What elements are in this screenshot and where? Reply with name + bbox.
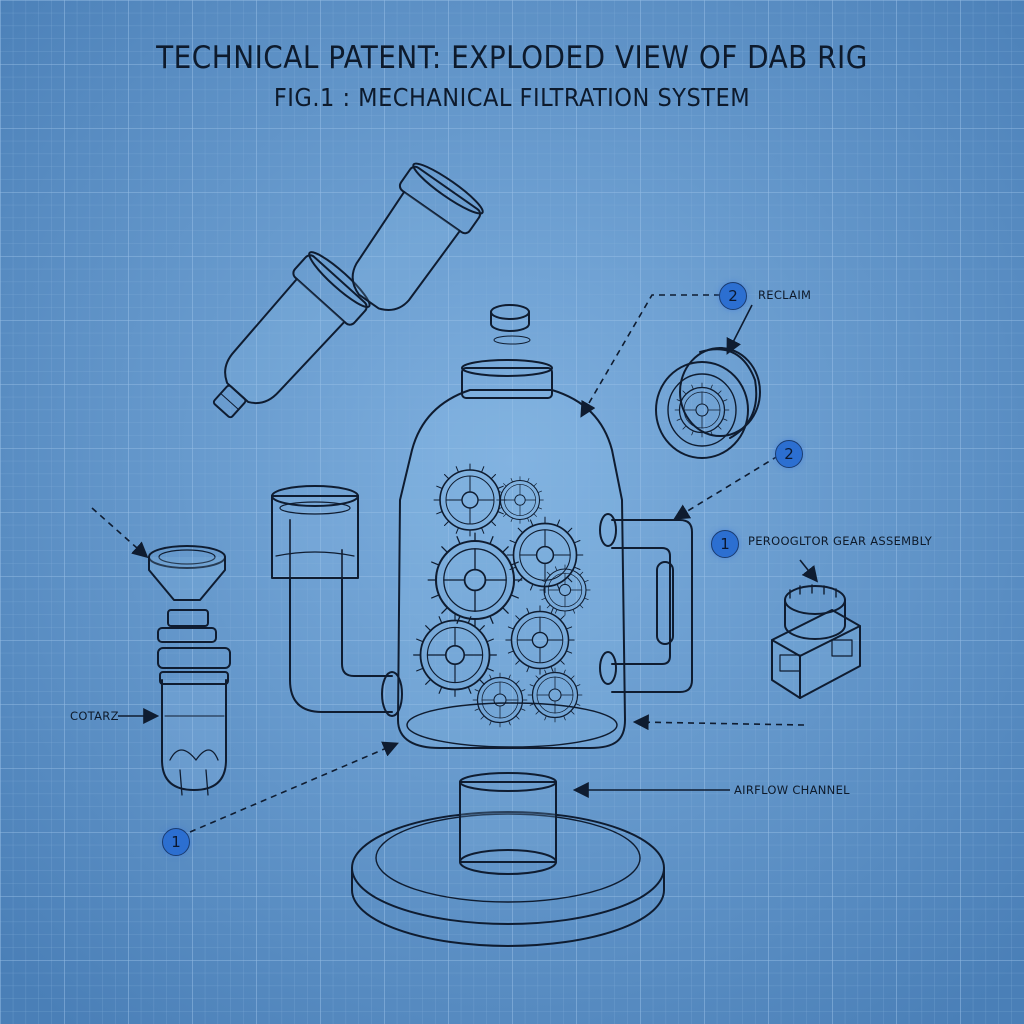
angled-tube-lower: [212, 251, 371, 419]
callout-badge-reclaim: 2: [719, 282, 747, 310]
angled-tube-upper: [351, 162, 484, 311]
small-cap: [490, 304, 531, 345]
side-handle: [599, 513, 693, 693]
figure-subtitle: FIG.1 : MECHANICAL FILTRATION SYSTEM: [273, 83, 751, 112]
base-disc: [351, 772, 665, 947]
label-gear-assembly: PEROOGLTOR GEAR ASSEMBLY: [748, 534, 933, 548]
callout-badge-gear: 1: [711, 530, 739, 558]
leader-lines: [91, 294, 818, 833]
gear-assembly-part: [771, 584, 861, 699]
reclaim-catcher: [655, 347, 761, 459]
main-chamber: [397, 359, 626, 749]
label-reclaim: RECLAIM: [758, 288, 812, 302]
page-title: TECHNICAL PATENT: EXPLODED VIEW OF DAB R…: [156, 40, 868, 76]
label-quartz: COTARZ: [70, 709, 119, 723]
callout-badge-handle: 2: [775, 440, 803, 468]
callout-badge-base: 1: [162, 828, 190, 856]
left-joint-arm: [271, 485, 403, 717]
quartz-stack: [148, 545, 231, 796]
label-airflow-channel: AIRFLOW CHANNEL: [734, 783, 850, 797]
